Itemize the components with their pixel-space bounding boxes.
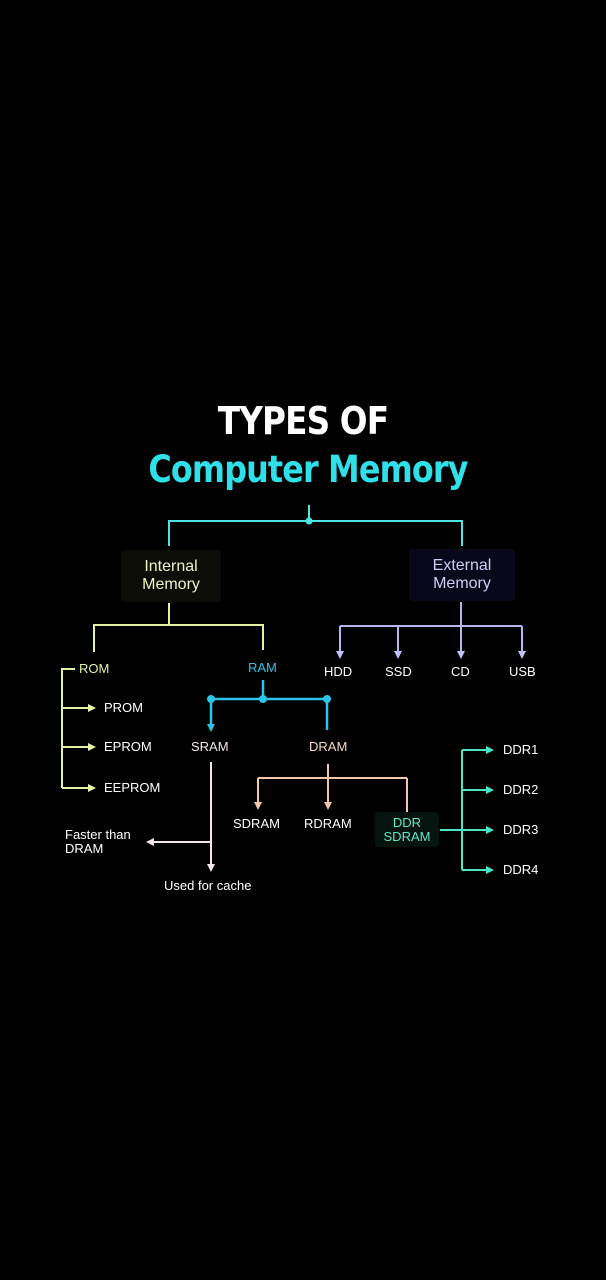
dram-connector <box>254 764 408 812</box>
dram-node: DRAM <box>309 739 348 754</box>
faster-note-line-1: Faster than <box>65 827 131 842</box>
cd-node: CD <box>451 664 470 679</box>
ddr-sdram-line-2: SDRAM <box>383 828 431 844</box>
external-label-line-1: External <box>432 557 492 575</box>
hdd-node: HDD <box>324 664 353 679</box>
ddr-connector <box>440 746 494 874</box>
ddr4-node: DDR4 <box>503 862 539 877</box>
sram-connector <box>146 762 215 872</box>
usb-node: USB <box>509 664 536 679</box>
dram-junction-dot <box>323 695 331 703</box>
external-label-line-2: Memory <box>433 575 491 592</box>
ddr2-node: DDR2 <box>503 782 539 797</box>
internal-label-line-2: Memory <box>142 576 200 593</box>
used-for-cache-note: Used for cache <box>164 878 252 893</box>
sdram-node: SDRAM <box>233 816 280 831</box>
internal-label-line-1: Internal <box>144 558 198 576</box>
sram-node: SRAM <box>191 739 229 754</box>
title-line-2: Computer Memory <box>148 448 468 491</box>
title-line-1: TYPES OF <box>217 399 389 443</box>
rdram-node: RDRAM <box>304 816 352 831</box>
root-junction-dot <box>305 517 313 525</box>
ram-node: RAM <box>248 660 277 675</box>
root-connector <box>168 505 463 546</box>
external-connector <box>336 602 526 659</box>
faster-note-line-2: DRAM <box>65 840 104 856</box>
prom-node: PROM <box>104 700 143 715</box>
internal-connector <box>93 603 264 652</box>
ddr-sdram-line-1: DDR <box>392 814 422 830</box>
ram-junction-dot <box>259 695 267 703</box>
sram-junction-dot <box>207 695 215 703</box>
rom-connector <box>61 668 96 792</box>
faster-than-dram-note: Faster than DRAM <box>65 828 131 855</box>
ddr1-node: DDR1 <box>503 742 539 757</box>
ssd-node: SSD <box>385 664 412 679</box>
eprom-node: EPROM <box>104 739 152 754</box>
eeprom-node: EEPROM <box>104 780 161 795</box>
ram-connector <box>207 680 329 732</box>
ddr3-node: DDR3 <box>503 822 539 837</box>
rom-node: ROM <box>79 661 110 676</box>
